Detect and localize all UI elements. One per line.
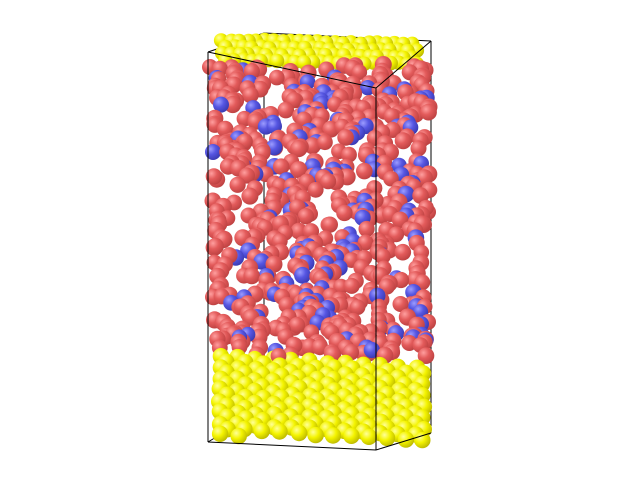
lower-electrode-atom xyxy=(211,425,229,442)
lower-electrode-atom xyxy=(290,424,308,442)
box-edge xyxy=(375,40,432,89)
lower-electrode-atom xyxy=(397,431,415,448)
box-edge xyxy=(375,432,432,451)
red-atoms-atom xyxy=(269,69,285,86)
red-atoms-atom xyxy=(374,248,391,265)
red-atoms-atom xyxy=(392,296,409,312)
lower-electrode-atom xyxy=(271,423,288,440)
lower-electrode-atom xyxy=(378,429,396,447)
box-edge xyxy=(207,51,377,89)
red-atoms-atom xyxy=(243,267,260,285)
blue-atoms-atom xyxy=(205,144,221,160)
red-atoms-atom xyxy=(290,222,308,240)
red-atoms-atom xyxy=(320,173,337,190)
lower-electrode-atom xyxy=(360,428,378,445)
blue-atoms-atom xyxy=(360,80,376,96)
red-atoms-atom xyxy=(278,296,295,314)
red-atoms-atom xyxy=(343,277,360,294)
red-atoms-atom xyxy=(303,137,321,155)
lower-electrode-atom xyxy=(343,427,360,444)
red-atoms-atom xyxy=(410,140,427,157)
red-atoms-atom xyxy=(317,134,333,151)
red-atoms-atom xyxy=(336,204,353,222)
red-atoms-atom xyxy=(273,158,290,175)
box-edge xyxy=(207,441,377,451)
red-atoms-atom xyxy=(349,299,366,316)
upper-electrode-atom xyxy=(269,53,285,69)
red-atoms-atom xyxy=(277,101,295,119)
red-atoms-atom xyxy=(394,243,412,261)
red-atoms-atom xyxy=(417,347,435,365)
red-atoms-atom xyxy=(290,161,308,179)
red-atoms-atom xyxy=(242,86,259,104)
lower-electrode-atom xyxy=(414,431,431,449)
lower-electrode-atom xyxy=(230,427,247,445)
red-atoms-atom xyxy=(341,146,357,163)
blue-atoms-atom xyxy=(294,266,311,284)
red-atoms-atom xyxy=(207,237,224,255)
red-atoms-atom xyxy=(307,181,324,198)
red-atoms-atom xyxy=(358,220,375,238)
red-atoms-atom xyxy=(229,176,246,193)
red-atoms-atom xyxy=(290,140,308,158)
atom-layer xyxy=(202,32,438,449)
lower-electrode-atom xyxy=(324,427,342,444)
lower-electrode-atom xyxy=(307,426,324,444)
red-atoms-atom xyxy=(356,162,373,180)
red-atoms-atom xyxy=(420,103,437,121)
red-atoms-atom xyxy=(297,208,315,225)
blue-atoms-atom xyxy=(213,96,229,113)
red-atoms-atom xyxy=(412,187,429,204)
red-atoms-atom xyxy=(288,316,306,334)
red-atoms-atom xyxy=(337,129,354,146)
red-atoms-atom xyxy=(224,95,242,114)
red-atoms-atom xyxy=(394,132,412,150)
red-atoms-atom xyxy=(241,187,259,205)
red-atoms-atom xyxy=(321,216,338,233)
lower-electrode-atom xyxy=(253,422,270,440)
simulation-box-front-edges xyxy=(207,40,432,451)
red-atoms-atom xyxy=(205,168,223,185)
